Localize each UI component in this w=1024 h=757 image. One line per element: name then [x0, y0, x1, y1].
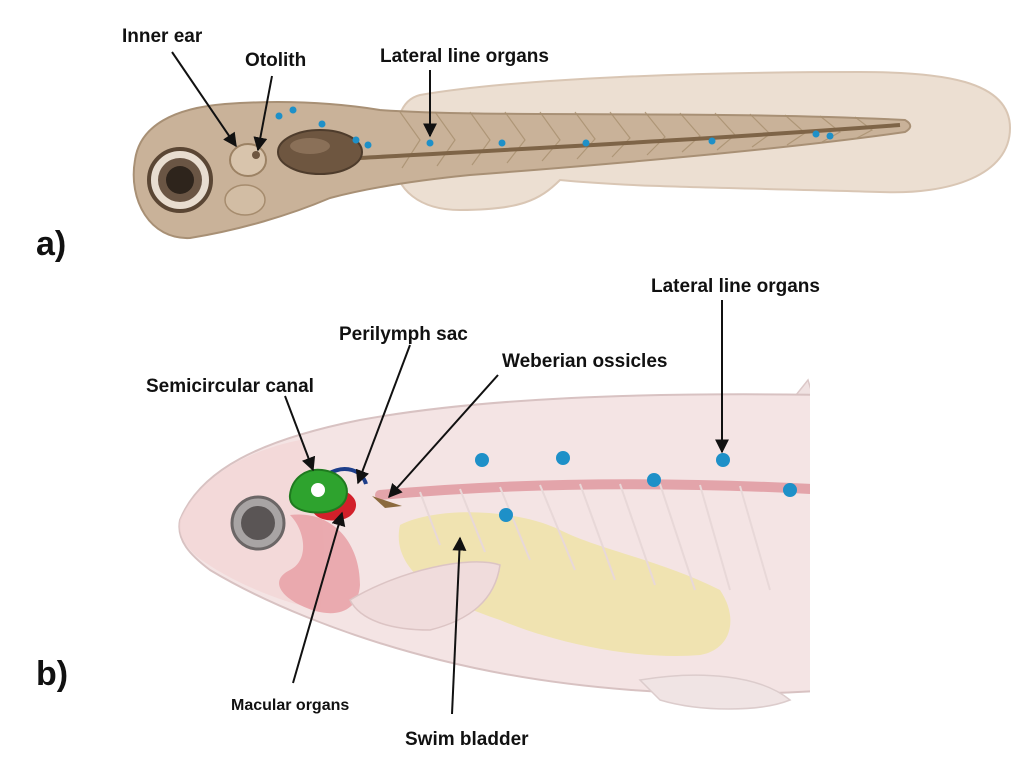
adult-eye-pupil: [241, 506, 275, 540]
panel-b: Lateral line organs Perilymph sac Weberi…: [36, 276, 820, 750]
panel-tag-b: b): [36, 655, 68, 693]
arrow-inner-ear: [171, 51, 237, 148]
arrow-perilymph-sac: [355, 344, 411, 485]
adult-spine: [375, 479, 810, 500]
label-perilymph-sac: Perilymph sac: [339, 324, 468, 345]
arrow-semicircular-canal: [284, 395, 316, 472]
adult-lateral-line-dots: [475, 451, 797, 522]
label-lateral-line-a: Lateral line organs: [380, 46, 549, 67]
larva-otolith: [252, 151, 260, 159]
label-swim-bladder: Swim bladder: [405, 729, 529, 750]
adult-fish: [178, 378, 810, 710]
adult-gill: [279, 514, 360, 614]
larva-eye-pupil: [166, 166, 194, 194]
larva-lateral-line-dots: [275, 106, 834, 149]
label-otolith: Otolith: [245, 50, 306, 71]
larva-jaw: [224, 184, 266, 216]
adult-pectoral-fin: [349, 561, 501, 631]
arrow-swim-bladder: [451, 536, 467, 715]
adult-swim-bladder: [398, 512, 731, 656]
adult-canal-hole: [311, 483, 325, 497]
panel-tag-a: a): [36, 225, 66, 263]
adult-weberian-ossicles: [372, 496, 402, 508]
larva-yolk-highlight: [290, 138, 330, 154]
larva-inner-ear: [229, 143, 267, 177]
label-lateral-line-b: Lateral line organs: [651, 276, 820, 297]
arrow-weberian-ossicles: [388, 374, 499, 499]
arrow-macular-organs: [292, 511, 346, 684]
panel-a: Inner ear Otolith Lateral line organs a): [36, 26, 1012, 263]
arrow-otolith: [253, 75, 273, 152]
label-weberian-ossicles: Weberian ossicles: [502, 351, 667, 372]
label-macular-organs: Macular organs: [231, 697, 349, 714]
adult-ribs: [419, 483, 771, 591]
label-inner-ear: Inner ear: [122, 26, 203, 47]
label-semicircular-canal: Semicircular canal: [146, 376, 314, 397]
adult-pelvic-fin: [638, 674, 792, 710]
